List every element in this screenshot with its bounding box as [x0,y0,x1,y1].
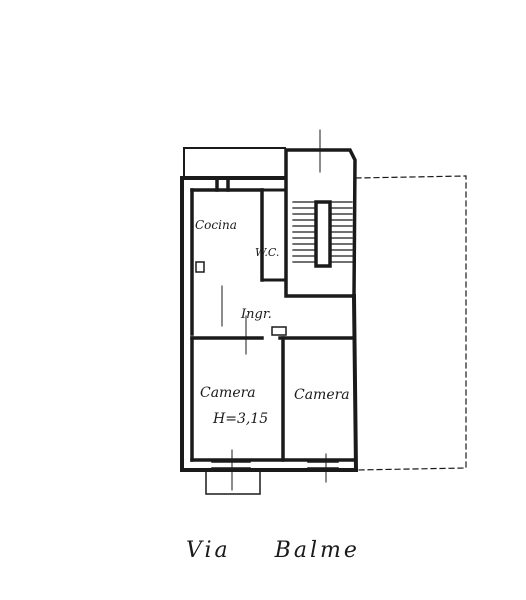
street-name: Via Balme [186,540,360,562]
reference-marks [221,129,327,491]
room-label-bedroom-left: Camera [200,385,256,401]
kitchen-walls [190,178,264,336]
room-label-entrance: Ingr. [241,307,272,322]
street-windows [205,461,339,495]
room-label-kitchen: Cocina [195,218,237,232]
wc-walls [260,188,288,282]
room-label-ceiling-height: H=3,15 [213,411,269,427]
street-word-balme: Balme [274,538,360,563]
adjacent-area-dashed-outline [355,175,467,471]
fixtures [195,261,287,336]
top-frame [183,147,286,177]
interior-partitions [190,336,356,462]
street-word-via: Via [186,538,231,563]
stair-steps [292,201,353,263]
outer-walls [180,176,359,473]
room-label-wc: W.C. [255,246,280,259]
stairwell [284,148,357,298]
room-label-bedroom-right: Camera [294,387,350,403]
